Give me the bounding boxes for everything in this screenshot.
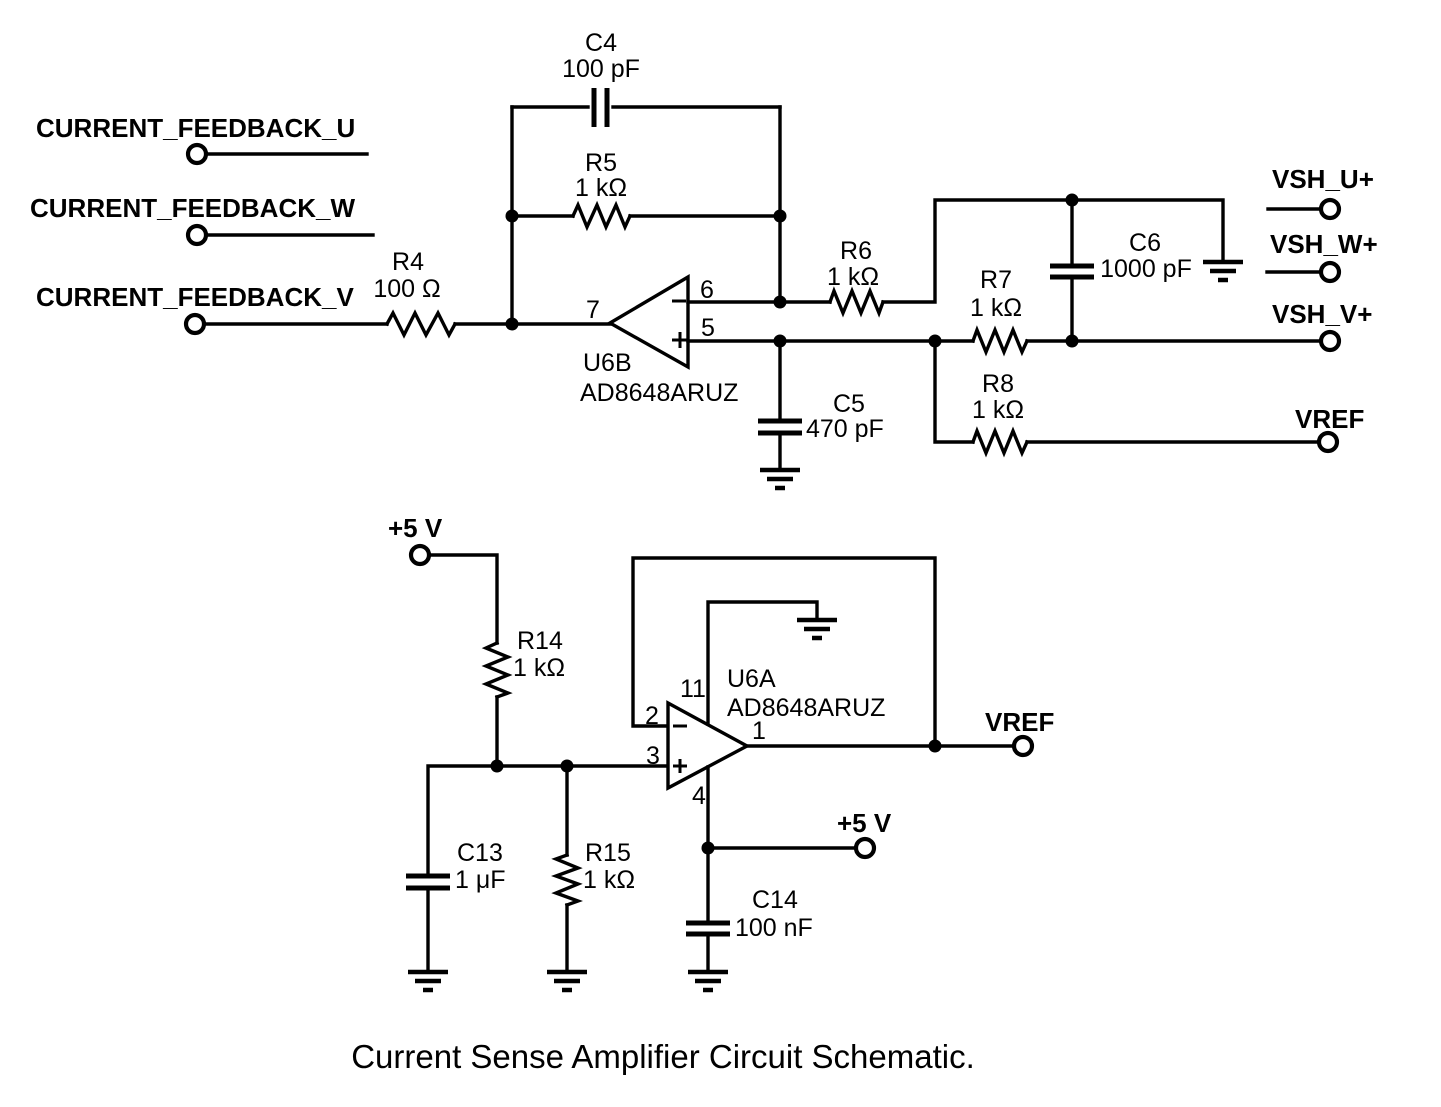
net-label-vref-bottom: VREF	[985, 707, 1054, 737]
wire-r8-branch	[933, 339, 975, 444]
terminal-vref-bottom	[1011, 734, 1035, 758]
ground-symbol-r15	[547, 969, 587, 993]
resistor-r14-symbol	[481, 640, 513, 700]
net-label-5v-bottom: +5 V	[837, 808, 892, 838]
wire-r6-to-ground-rail	[881, 198, 1225, 304]
junction-dot	[773, 334, 787, 348]
label-u6a-ref: U6A	[727, 665, 776, 693]
wire-5v-to-r14	[427, 553, 499, 645]
net-label-current-feedback-u: CURRENT_FEEDBACK_U	[36, 113, 355, 143]
label-r7-value: 1 kΩ	[970, 294, 1022, 322]
terminal-5v-bottom	[853, 836, 877, 860]
label-r14-value: 1 kΩ	[513, 654, 565, 682]
net-label-5v-top: +5 V	[388, 513, 443, 543]
terminal-current-feedback-w	[185, 223, 209, 247]
label-r5-ref: R5	[585, 149, 617, 177]
opamp-u6b-symbol	[606, 274, 690, 370]
junction-dot	[701, 841, 715, 855]
net-label-current-feedback-w: CURRENT_FEEDBACK_W	[30, 193, 355, 223]
resistor-r5-symbol	[570, 200, 633, 232]
top-stage: CURRENT_FEEDBACK_U CURRENT_FEEDBACK_W CU…	[30, 29, 1378, 491]
terminal-vsh-u	[1318, 197, 1342, 221]
junction-dot	[928, 334, 942, 348]
label-u6b-ref: U6B	[583, 349, 632, 377]
label-r6-ref: R6	[840, 237, 872, 265]
terminal-5v-top	[408, 543, 432, 567]
pin-u6b-5: 5	[701, 314, 715, 342]
pin-u6a-1: 1	[752, 717, 766, 745]
resistor-r4-symbol	[384, 309, 458, 339]
wire-pin11-to-ground	[706, 600, 819, 726]
label-r4-ref: R4	[392, 248, 424, 276]
label-c13-ref: C13	[457, 839, 503, 867]
ground-symbol-c5	[760, 467, 800, 491]
net-label-vsh-u: VSH_U+	[1272, 164, 1374, 194]
label-c4-value: 100 pF	[562, 55, 640, 83]
label-r14-ref: R14	[517, 627, 563, 655]
label-r7-ref: R7	[980, 266, 1012, 294]
label-r5-value: 1 kΩ	[575, 174, 627, 202]
bottom-stage: +5 V +5 V VREF R14 1 kΩ C13 1 μF R15 1 k…	[388, 513, 1054, 993]
resistor-r6-symbol	[827, 286, 886, 318]
junction-dot	[505, 317, 519, 331]
junction-dot	[505, 209, 519, 223]
label-r8-ref: R8	[982, 370, 1014, 398]
net-label-vsh-v: VSH_V+	[1272, 299, 1372, 329]
net-label-vref-top: VREF	[1295, 404, 1364, 434]
label-r4-value: 100 Ω	[373, 275, 440, 303]
ground-symbol-top-rail	[1203, 259, 1243, 283]
ground-symbol-c13	[408, 969, 448, 993]
resistor-r7-symbol	[970, 325, 1030, 357]
ground-symbol-c14	[688, 969, 728, 993]
terminal-vsh-w	[1318, 260, 1342, 284]
label-r15-ref: R15	[585, 839, 631, 867]
pin-u6a-4: 4	[692, 782, 706, 810]
label-u6a-part: AD8648ARUZ	[727, 694, 885, 722]
junction-dot	[928, 739, 942, 753]
label-c14-ref: C14	[752, 886, 798, 914]
pin-u6b-7: 7	[586, 296, 600, 324]
net-label-vsh-w: VSH_W+	[1270, 229, 1378, 259]
pin-u6b-6: 6	[700, 276, 714, 304]
figure-caption: Current Sense Amplifier Circuit Schemati…	[351, 1038, 975, 1075]
junction-dot	[773, 209, 787, 223]
wire-feedback-loop	[631, 556, 937, 748]
label-c14-value: 100 nF	[735, 914, 813, 942]
net-label-current-feedback-v: CURRENT_FEEDBACK_V	[36, 282, 354, 312]
label-c5-value: 470 pF	[806, 415, 884, 443]
label-r15-value: 1 kΩ	[583, 866, 635, 894]
label-c6-value: 1000 pF	[1100, 255, 1192, 283]
label-r8-value: 1 kΩ	[972, 396, 1024, 424]
terminal-vsh-v	[1318, 329, 1342, 353]
terminal-vref-top	[1316, 430, 1340, 454]
label-c4-ref: C4	[585, 29, 617, 57]
label-u6b-part: AD8648ARUZ	[580, 379, 738, 407]
junction-dot	[773, 295, 787, 309]
terminal-current-feedback-v	[183, 312, 207, 336]
label-r6-value: 1 kΩ	[827, 263, 879, 291]
junction-dot	[1065, 334, 1079, 348]
junction-dot	[1065, 193, 1079, 207]
pin-u6a-11: 11	[680, 675, 706, 703]
junction-dot	[490, 759, 504, 773]
junction-dot	[560, 759, 574, 773]
resistor-r8-symbol	[970, 426, 1030, 458]
u6b-plus-sign	[672, 332, 688, 348]
wire-node-row	[426, 764, 670, 875]
label-c5-ref: C5	[833, 390, 865, 418]
terminal-current-feedback-u	[185, 142, 209, 166]
ground-symbol-u6a-pin11	[797, 617, 837, 641]
label-c6-ref: C6	[1129, 229, 1161, 257]
pin-u6a-2: 2	[645, 702, 659, 730]
resistor-r15-symbol	[551, 852, 583, 908]
pin-u6a-3: 3	[646, 742, 660, 770]
label-c13-value: 1 μF	[455, 866, 506, 894]
u6a-plus-sign	[673, 759, 687, 773]
